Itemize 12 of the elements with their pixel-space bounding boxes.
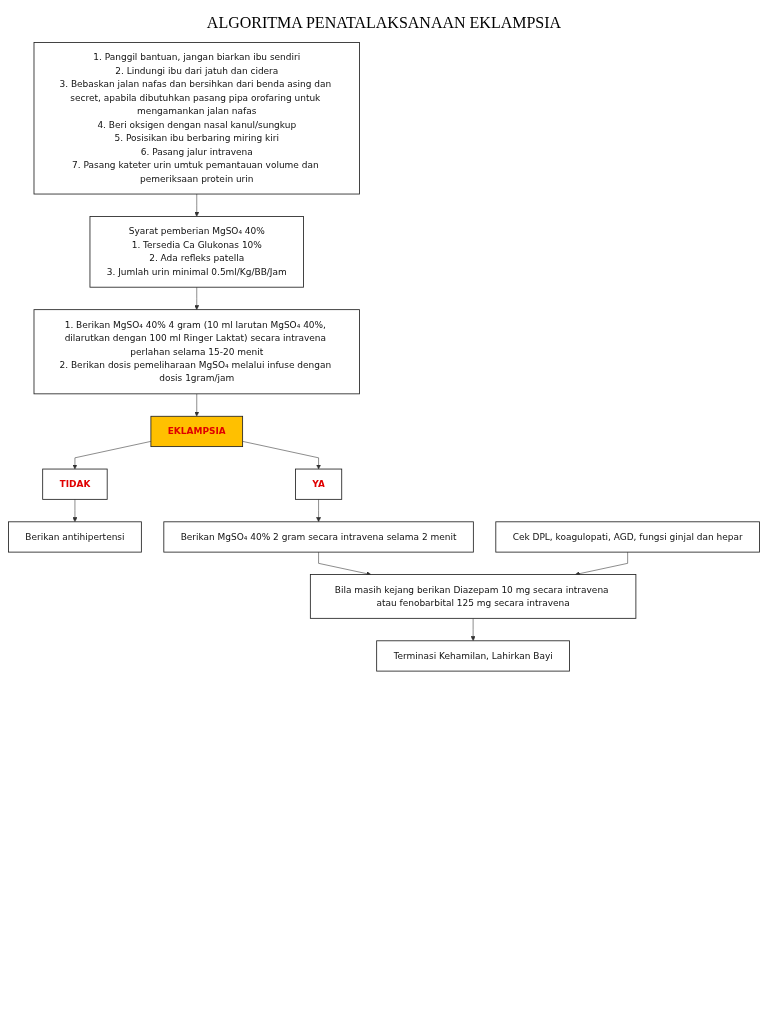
node-box: Syarat pemberian MgSO₄ 40% 1. Tersedia Ca Glukonas 10% 2. Ada refleks patella 3. Jumlah urin minimal 0.5ml/Kg/BB/Jam (89, 216, 304, 288)
node-box: Cek DPL, koagulopati, AGD, fungsi ginjal dan hepar (495, 521, 760, 553)
node-box: Bila masih kejang berikan Diazepam 10 mg secara intravena atau fenobarbital 125 mg secara intravena (309, 574, 637, 619)
node-box: 1. Panggil bantuan, jangan biarkan ibu sendiri 2. Lindungi ibu dari jatuh dan cidera 3. Bebaskan jalan nafas dan bersihkan dari benda asing dan secret, apabila dibutuhkan pasang pipa orofaring untuk mengamankan jalan nafas 4. Beri oksigen dengan nasal kanul/sungkup 5. Posisikan ibu berbaring miring kiri 6. Pasang jalur intravena 7. Pasang kateter urin umtuk pemantauan volume dan pemeriksaan protein urin (33, 42, 360, 195)
node-box: YA (295, 468, 343, 500)
node-box: TIDAK (42, 468, 108, 500)
diagram-title: ALGORITMA PENATALAKSANAAN EKLAMPSIA (205, 14, 563, 32)
node-box: Berikan antihipertensi (8, 521, 142, 553)
node-box: Terminasi Kehamilan, Lahirkan Bayi (376, 640, 570, 672)
node-box: 1. Berikan MgSO₄ 40% 4 gram (10 ml larutan MgSO₄ 40%, dilarutkan dengan 100 ml Ringer Laktat) secara intravena perlahan selama 15-20 menit 2. Berikan dosis pemeliharaan MgSO₄ melalui infuse dengan dosis 1gram/jam (33, 309, 360, 395)
node-box: EKLAMPSIA (150, 415, 244, 448)
node-box: Berikan MgSO₄ 40% 2 gram secara intravena selama 2 menit (163, 521, 474, 553)
